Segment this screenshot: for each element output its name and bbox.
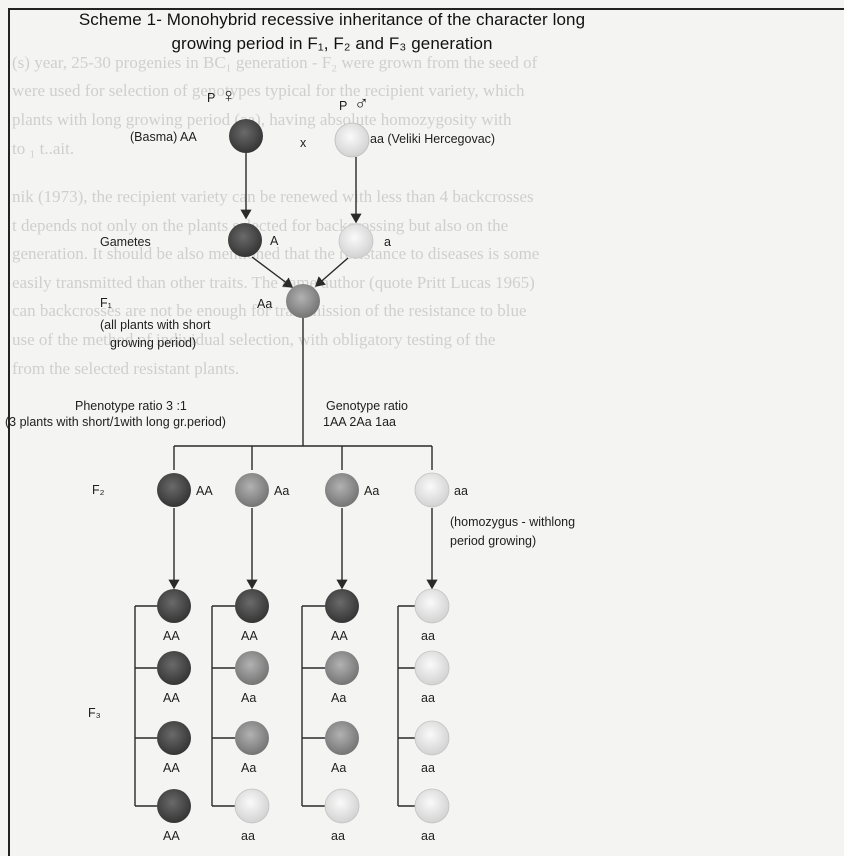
f3-genotype-label: AA (163, 691, 180, 705)
f3-genotype-label: Aa (241, 761, 256, 775)
f1-genotype: Aa (257, 297, 272, 311)
gamete-female-allele: A (270, 234, 279, 248)
gamete-dominant-circle (228, 223, 262, 257)
gamete-recessive-circle (338, 223, 374, 259)
f3-genotype-label: AA (163, 761, 180, 775)
f3-plant-circle (234, 788, 270, 824)
background-text-line: use of the method of individual selectio… (12, 330, 496, 349)
male-symbol-icon: ♂ (354, 93, 369, 115)
p-female-label: P (207, 91, 215, 105)
gametes-label: Gametes (100, 235, 151, 249)
f3-genotype-label: Aa (331, 761, 346, 775)
f3-plant-circle (235, 651, 269, 685)
p-male-label: P (339, 99, 347, 113)
genotype-ratio-title: Genotype ratio (326, 399, 408, 413)
background-text-line: plants with long growing period (aa), ha… (12, 110, 512, 129)
background-text-line: generation. It should be also mentioned … (12, 244, 540, 263)
f1-note-line2: growing period) (110, 336, 196, 350)
f3-plant-circle (235, 721, 269, 755)
f1-label: F₁ (100, 296, 112, 310)
f3-genotype-label: AA (163, 829, 180, 843)
f3-genotype-label: aa (331, 829, 345, 843)
f1-note-line1: (all plants with short (100, 318, 211, 332)
cross-symbol: x (300, 136, 307, 150)
f2-genotype-label: aa (454, 484, 468, 498)
f3-plant-circle (157, 789, 191, 823)
female-parent-label: (Basma) AA (130, 130, 197, 144)
male-parent-circle (334, 122, 370, 158)
background-text-line: were used for selection of genotypes typ… (12, 81, 525, 100)
background-text-line: (s) year, 25-30 progenies in BC₁ generat… (12, 53, 538, 72)
scheme-title-line2: growing period in F₁, F₂ and F₃ generati… (171, 34, 493, 53)
f3-plant-circle (157, 721, 191, 755)
f3-plant-circle (414, 650, 450, 686)
f3-genotype-label: aa (241, 829, 255, 843)
f3-genotype-label: AA (331, 629, 348, 643)
phenotype-ratio-title: Phenotype ratio 3 :1 (75, 399, 187, 413)
f3-genotype-label: aa (421, 691, 435, 705)
f2-genotype-label: AA (196, 484, 213, 498)
f3-label: F₃ (88, 706, 101, 720)
f2-label: F₂ (92, 483, 105, 497)
f2-plant-circle (325, 473, 359, 507)
gamete-b-to-f1-arrow (314, 257, 349, 287)
f3-genotype-label: aa (421, 629, 435, 643)
f3-plant-circle (414, 588, 450, 624)
f2-note-line1: (homozygus - withlong (450, 515, 575, 529)
f2-genotype-label: Aa (274, 484, 289, 498)
f3-plant-circle (157, 589, 191, 623)
gamete-a-to-f1-arrow (251, 256, 294, 288)
female-symbol-icon: ♀ (221, 85, 236, 107)
f3-genotype-label: Aa (331, 691, 346, 705)
phenotype-ratio-detail: (3 plants with short/1with long gr.perio… (5, 415, 226, 429)
f3-plant-circle (325, 721, 359, 755)
f2-plant-circle (235, 473, 269, 507)
f3-plant-circle (324, 788, 360, 824)
f3-genotype-label: aa (421, 829, 435, 843)
f3-plant-circle (325, 651, 359, 685)
f2-genotype-label: Aa (364, 484, 379, 498)
scheme-title-line1: Scheme 1- Monohybrid recessive inheritan… (78, 10, 586, 29)
f3-genotype-label: aa (421, 761, 435, 775)
f3-genotype-label: AA (241, 629, 258, 643)
gamete-male-allele: a (384, 235, 391, 249)
f3-plant-circle (157, 651, 191, 685)
f3-genotype-label: AA (163, 629, 180, 643)
f2-note-line2: period growing) (450, 534, 536, 548)
background-text-line: t depends not only on the plants selecte… (12, 216, 509, 235)
f2-plant-circle (414, 472, 450, 508)
f3-plant-circle (325, 589, 359, 623)
f2-plant-circle (157, 473, 191, 507)
male-parent-label: aa (Veliki Hercegovac) (370, 132, 495, 146)
background-text-line: to ₁ t..ait. (12, 139, 75, 158)
genotype-ratio-detail: 1AA 2Aa 1aa (323, 415, 396, 429)
f2-row: AA Aa Aa aa (157, 472, 468, 508)
female-parent-circle (229, 119, 263, 153)
background-text-line: easily transmitted than other traits. Th… (12, 273, 535, 292)
f1-circle (286, 284, 320, 318)
background-text-line: from the selected resistant plants. (12, 359, 240, 378)
f3-plant-circle (235, 589, 269, 623)
f3-plant-circle (414, 720, 450, 756)
background-text-line: can backcrosses are not be enough for tr… (12, 301, 527, 320)
scheme-frame (8, 8, 844, 856)
background-text-line: nik (1973), the recipient variety can be… (12, 187, 534, 206)
f3-genotype-label: Aa (241, 691, 256, 705)
f3-plant-circle (414, 788, 450, 824)
